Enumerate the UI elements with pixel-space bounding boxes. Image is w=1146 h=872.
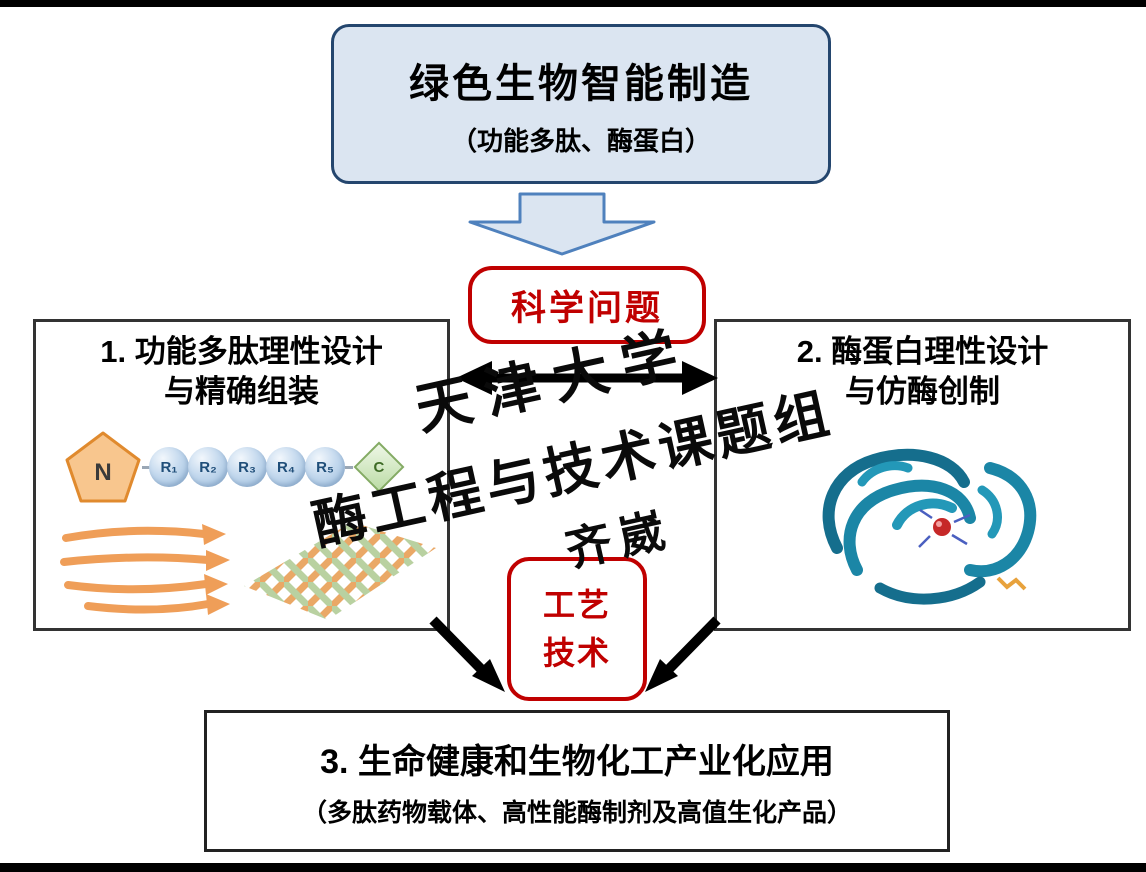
residue-label: R₅ xyxy=(316,458,334,476)
science-question-text: 科学问题 xyxy=(510,288,663,328)
peptide-title-line1: 1. 功能多肽理性设计 xyxy=(100,334,383,369)
residue-circle: R₄ xyxy=(266,447,306,487)
residue-circle: R₃ xyxy=(227,447,267,487)
residue-label: R₂ xyxy=(199,458,217,476)
application-box: 3. 生命健康和生物化工产业化应用 （多肽药物载体、高性能酶制剂及高值生化产品） xyxy=(204,710,950,852)
n-terminal-label: N xyxy=(94,459,111,486)
process-technology-label: 工艺 技术 xyxy=(507,557,647,701)
top-border-bar xyxy=(0,0,1146,7)
application-title: 3. 生命健康和生物化工产业化应用 xyxy=(320,742,834,781)
down-block-arrow-icon xyxy=(468,192,656,256)
enzyme-title-line2: 与仿酶创制 xyxy=(845,374,1000,410)
peptide-title-line2: 与精确组装 xyxy=(164,374,319,410)
header-box: 绿色生物智能制造 （功能多肽、酶蛋白） xyxy=(331,24,831,184)
helix-lattice-image xyxy=(244,522,436,620)
converging-arrows-icon xyxy=(429,616,721,692)
c-terminal-label: C xyxy=(373,458,385,476)
double-headed-arrow-icon xyxy=(456,361,718,395)
heme-iron-sphere xyxy=(933,518,951,536)
residue-circle: R₅ xyxy=(305,447,345,487)
bottom-border-bar xyxy=(0,863,1146,872)
science-question-label: 科学问题 xyxy=(468,266,706,344)
residue-label: R₃ xyxy=(238,458,256,476)
enzyme-title-line1: 2. 酶蛋白理性设计 xyxy=(796,334,1049,369)
residue-circle: R₂ xyxy=(188,447,228,487)
peptide-design-box: 1. 功能多肽理性设计 与精确组装 N R₁ R₂ R₃ R₄ R₅ C xyxy=(33,319,450,631)
enzyme-design-box: 2. 酶蛋白理性设计 与仿酶创制 xyxy=(714,319,1131,631)
process-text-line2: 技术 xyxy=(542,635,611,671)
peptide-chain-schematic: N R₁ R₂ R₃ R₄ R₅ C xyxy=(64,430,405,504)
residue-label: R₄ xyxy=(277,458,295,476)
residue-label: R₁ xyxy=(160,458,178,476)
process-text-line1: 工艺 xyxy=(542,587,611,623)
ligand-sticks xyxy=(918,508,971,548)
chain-link xyxy=(345,465,353,469)
diagram-subtitle: （功能多肽、酶蛋白） xyxy=(450,125,711,156)
n-terminal-pentagon: N xyxy=(65,431,141,503)
chain-link xyxy=(142,465,150,469)
peptide-box-title: 1. 功能多肽理性设计 与精确组装 xyxy=(36,332,447,413)
diagram-title: 绿色生物智能制造 xyxy=(409,61,753,106)
cofactor-stick xyxy=(996,576,1027,591)
residue-circle: R₁ xyxy=(149,447,189,487)
peptide-fibril-arrows-image xyxy=(60,524,230,615)
application-subtitle: （多肽药物载体、高性能酶制剂及高值生化产品） xyxy=(301,798,852,827)
enzyme-box-title: 2. 酶蛋白理性设计 与仿酶创制 xyxy=(717,332,1128,413)
c-terminal-diamond: C xyxy=(353,441,405,493)
protein-structure-image xyxy=(822,448,1037,605)
